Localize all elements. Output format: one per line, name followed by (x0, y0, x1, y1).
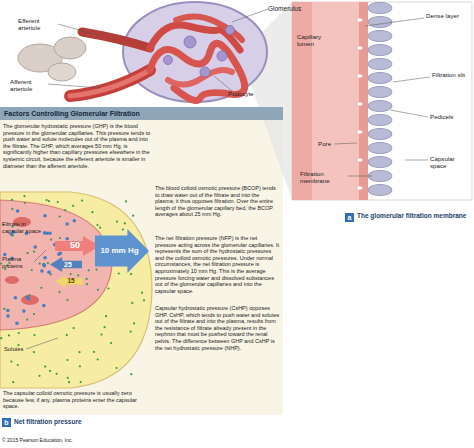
factor-panel: Factors Controlling Glomerular Filtratio… (0, 107, 283, 415)
part-name: Afferent arteriole (10, 78, 50, 92)
arrow-shape (95, 229, 149, 273)
glomerulus-drawing (200, 67, 210, 77)
glomerulus-drawing (123, 2, 267, 102)
leader-line (334, 143, 357, 144)
membrane-panel (292, 2, 472, 200)
pore-symbol (357, 130, 362, 134)
pore-symbol (357, 102, 362, 106)
part-name: Filtration slit (432, 71, 468, 78)
cshp-text: Capsular hydrostatic pressure (CsHP) opp… (155, 305, 280, 351)
leader-line (58, 24, 100, 36)
membrane-panel (292, 2, 360, 200)
pore-symbol (357, 18, 362, 190)
nfp-text: The net filtration pressure (NFP) is the… (155, 235, 280, 294)
ccop-text: The capsular colloid osmotic pressure is… (3, 390, 148, 410)
ghp-arrow: 50 (55, 236, 100, 256)
panel-letter: a (345, 213, 354, 222)
glomerulus-drawing (70, 70, 150, 96)
glomerulus-drawing (54, 37, 86, 59)
glomerulus-drawing (226, 26, 235, 35)
bcop-text: The blood colloid osmotic pressure (BCOP… (155, 185, 280, 218)
part-name: Dense layer (426, 12, 460, 19)
pressure-value: 15 (63, 278, 74, 285)
pore-symbol (357, 186, 362, 190)
part-name: Filtration membrane (300, 170, 348, 184)
glomerulus-drawing (70, 70, 150, 96)
glomerulus-drawing (48, 63, 76, 81)
part-name: Capillary lumen (297, 33, 337, 47)
glomerulus-drawing (82, 32, 150, 48)
pedicel-symbol (368, 184, 392, 195)
pedicel-symbol (368, 58, 392, 69)
panel-letter: b (2, 418, 11, 427)
leader-line (214, 76, 232, 91)
part-name: Plasma proteins (2, 256, 36, 270)
glomerulus-drawing (176, 16, 242, 40)
part-name: Solutes (4, 346, 44, 353)
glomerulus-drawing (168, 70, 232, 85)
glomerulus-drawing (164, 56, 173, 65)
leader-line (390, 110, 428, 117)
leader-line (393, 77, 430, 82)
pore-symbol (357, 18, 362, 22)
leader-line (405, 160, 428, 161)
pore-symbol (357, 158, 362, 162)
part-name: Pedicels (430, 113, 470, 120)
leader-line (48, 84, 100, 88)
part-name: Filtrate in capsular space (2, 221, 46, 235)
pedicel-symbol (368, 16, 392, 27)
glomerulus-drawing (18, 44, 62, 72)
pedicel-symbol (368, 100, 392, 111)
panel-letter-text: a (348, 214, 352, 221)
pedicel-symbol (368, 44, 392, 55)
panel-letter-text: b (4, 419, 8, 426)
bcop-arrow: 25 (50, 257, 82, 272)
part-name: Pore (318, 140, 338, 147)
membrane-panel (359, 2, 368, 200)
cshp-arrow: 15 (55, 275, 83, 288)
pedicel-symbol (368, 30, 392, 41)
pedicel-symbol (368, 156, 392, 167)
pedicel-symbol (368, 142, 392, 153)
panel-heading: Factors Controlling Glomerular Filtratio… (0, 107, 283, 120)
pedicel-symbol (368, 2, 392, 195)
part-name: Glomerulus (268, 5, 328, 12)
nfp-arrow: 10 mm Hg (95, 229, 149, 273)
glomerulus-drawing (18, 2, 267, 102)
part-name: Capsular space (430, 155, 470, 169)
pedicel-symbol (368, 170, 392, 181)
glomerulus-drawing (150, 25, 240, 50)
figure-caption: The glomerular filtration membrane (357, 212, 467, 219)
part-name: Efferent arteriole (18, 17, 60, 31)
pedicel-symbol (368, 114, 392, 125)
leader-line (232, 9, 268, 22)
arrow-shape (55, 236, 100, 256)
pedicel-symbol (368, 2, 392, 13)
ghp-text: The glomerular hydrostatic pressure (GHP… (3, 123, 153, 169)
pedicel-symbol (368, 86, 392, 97)
pressure-value: 10 mm Hg (100, 247, 143, 255)
pressure-value: 50 (70, 241, 85, 250)
leader-line (365, 18, 424, 26)
leader-line (348, 176, 372, 177)
figure-caption: Net filtration pressure (14, 418, 154, 425)
pedicel-symbol (368, 128, 392, 139)
pressure-value: 25 (60, 261, 72, 268)
pore-symbol (357, 74, 362, 78)
copyright-note: © 2015 Pearson Education, Inc. (2, 437, 162, 444)
glomerulus-drawing (217, 51, 227, 61)
pore-symbol (357, 46, 362, 50)
zoom-wedge (238, 51, 246, 60)
arrow-shape (55, 275, 83, 288)
pedicel-symbol (368, 72, 392, 83)
glomerulus-drawing (184, 36, 196, 48)
arrow-shape (50, 257, 82, 272)
membrane-panel (292, 2, 472, 200)
part-name: Podocyte (228, 90, 268, 97)
